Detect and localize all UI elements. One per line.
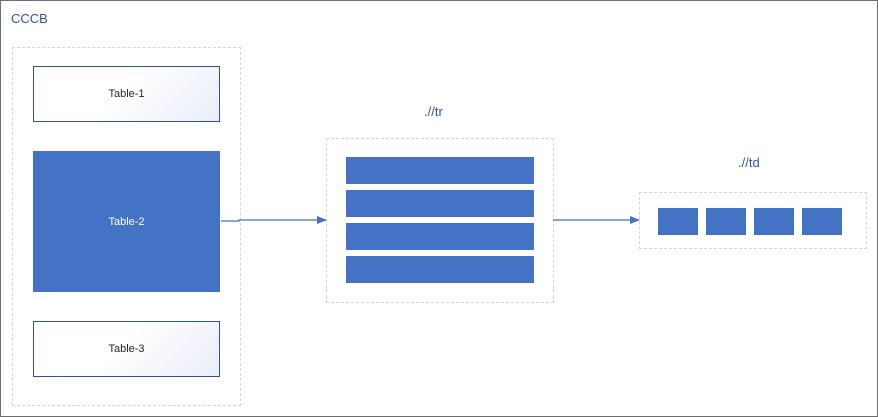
table-3-label: Table-3 bbox=[108, 343, 145, 355]
diagram-title: CCCB bbox=[11, 11, 48, 26]
td-cell bbox=[706, 208, 746, 235]
table-2-label: Table-2 bbox=[108, 215, 145, 228]
tr-row-bar bbox=[346, 256, 534, 283]
tr-row-bar bbox=[346, 190, 534, 217]
tr-xpath-label: .//tr bbox=[424, 104, 443, 119]
table-1-box: Table-1 bbox=[33, 66, 220, 122]
table-3-box: Table-3 bbox=[33, 321, 220, 377]
table-2-box: Table-2 bbox=[33, 151, 220, 292]
tr-row-bar bbox=[346, 223, 534, 250]
table-1-label: Table-1 bbox=[108, 88, 145, 100]
arrow-table2-to-tr bbox=[221, 216, 327, 224]
td-cell bbox=[658, 208, 698, 235]
td-cell bbox=[802, 208, 842, 235]
td-xpath-label: .//td bbox=[738, 155, 760, 170]
td-cell bbox=[754, 208, 794, 235]
tr-row-bar bbox=[346, 157, 534, 184]
